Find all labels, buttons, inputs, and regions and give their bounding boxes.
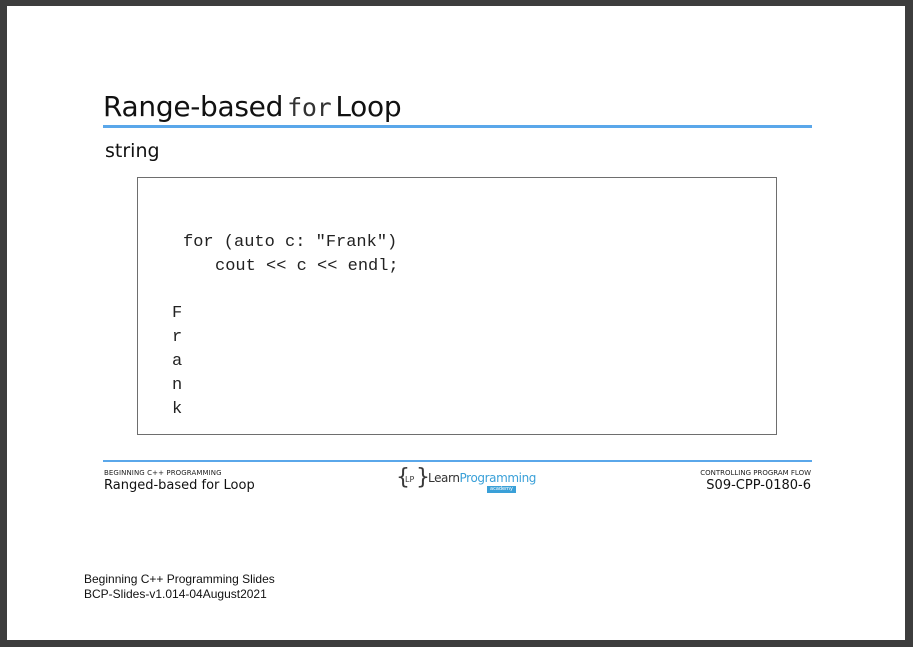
- title-text-post: Loop: [335, 90, 402, 123]
- output-char: F: [172, 304, 183, 323]
- output-char: n: [172, 376, 183, 395]
- code-example-box: for (auto c: "Frank") cout << c << endl;…: [137, 177, 777, 435]
- slide-code: S09-CPP-0180-6: [706, 478, 811, 493]
- output-char: a: [172, 352, 183, 371]
- title-code-keyword: for: [287, 93, 332, 122]
- output-char: k: [172, 400, 183, 419]
- slide-subtitle: string: [105, 140, 160, 162]
- code-line-for: for (auto c: "Frank"): [183, 233, 398, 252]
- section-name: CONTROLLING PROGRAM FLOW: [700, 469, 811, 477]
- logo-learn-text: Learn: [428, 471, 460, 485]
- course-name: BEGINNING C++ PROGRAMMING: [104, 469, 222, 477]
- logo-brace-left-icon: {: [396, 465, 410, 490]
- logo-wordmark: LearnProgramming: [428, 471, 536, 485]
- lecture-title: Ranged-based for Loop: [104, 478, 255, 493]
- logo-lp-mark: LP: [405, 475, 415, 484]
- output-char: r: [172, 328, 183, 347]
- notes-line-title: Beginning C++ Programming Slides: [84, 572, 275, 586]
- learnprogramming-logo: { LP } LearnProgramming academy: [396, 465, 536, 496]
- title-text-pre: Range-based: [103, 90, 284, 123]
- footer-divider: [103, 460, 812, 462]
- logo-brace-right-icon: }: [416, 465, 430, 490]
- notes-line-version: BCP-Slides-v1.014-04August2021: [84, 587, 267, 601]
- logo-academy-badge: academy: [487, 486, 516, 493]
- code-line-cout: cout << c << endl;: [215, 257, 399, 276]
- logo-programming-text: Programming: [459, 471, 537, 485]
- title-underline: [103, 125, 812, 128]
